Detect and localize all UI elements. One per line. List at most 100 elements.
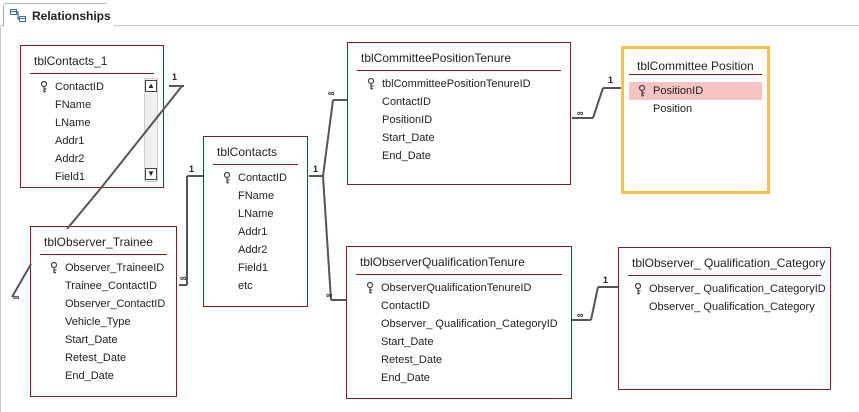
field-item[interactable]: Trainee_ContactID — [41, 277, 166, 295]
table-tblcommittee-position[interactable]: tblCommittee Position PositionID Positio… — [621, 46, 770, 194]
field-list: ContactID FName LName Addr1 Addr2 Field1… — [214, 169, 297, 295]
tab-label: Relationships — [32, 8, 111, 23]
field-label: LName — [238, 208, 274, 220]
table-title[interactable]: tblObserver_ Qualification_Category — [632, 256, 826, 270]
field-item[interactable]: FName — [31, 96, 139, 114]
field-label: Observer_ContactID — [65, 298, 166, 310]
field-item[interactable]: ContactID — [357, 297, 561, 315]
field-label: End_Date — [65, 370, 114, 382]
field-label: Observer_ Qualification_CategoryID — [381, 318, 558, 330]
field-item[interactable]: Observer_TraineeID — [41, 259, 166, 277]
field-item[interactable]: Start_Date — [357, 333, 561, 351]
table-tblcontacts[interactable]: tblContacts ContactID FName LName Addr1 … — [203, 136, 308, 307]
field-label: ContactID — [381, 300, 430, 312]
field-item[interactable]: tblCommitteePositionTenureID — [358, 75, 560, 93]
table-title[interactable]: tblContacts — [217, 145, 278, 159]
primary-key-icon — [223, 171, 231, 184]
field-list: ObserverQualificationTenureID ContactID … — [357, 279, 561, 387]
field-item[interactable]: Start_Date — [358, 129, 560, 147]
field-label: ContactID — [382, 96, 431, 108]
field-label: tblCommitteePositionTenureID — [382, 78, 531, 90]
field-item[interactable]: etc — [214, 277, 297, 295]
field-item[interactable]: Retest_Date — [41, 349, 166, 367]
field-label: Field1 — [238, 262, 268, 274]
field-list: PositionID Position — [629, 82, 762, 118]
field-label: Retest_Date — [381, 354, 443, 366]
field-item[interactable]: Start_Date — [41, 331, 166, 349]
title-divider — [40, 254, 167, 255]
relationships-icon — [10, 8, 26, 23]
field-item[interactable]: ContactID — [214, 169, 297, 187]
field-item[interactable]: Observer_ Qualification_CategoryID — [625, 280, 826, 298]
field-label: Start_Date — [382, 132, 435, 144]
field-label: ObserverQualificationTenureID — [381, 282, 532, 294]
field-label: Addr2 — [55, 153, 85, 165]
table-tblobserverqualificationtenure[interactable]: tblObserverQualificationTenure ObserverQ… — [346, 246, 572, 399]
field-item[interactable]: Retest_Date — [357, 351, 561, 369]
field-label: End_Date — [382, 150, 431, 162]
scroll-up-arrow-icon[interactable]: ▲ — [145, 80, 157, 92]
field-item[interactable]: FName — [214, 187, 297, 205]
field-label: ContactID — [238, 172, 287, 184]
field-item[interactable]: LName — [214, 205, 297, 223]
title-divider — [213, 164, 298, 165]
field-item[interactable]: Addr2 — [214, 241, 297, 259]
field-label: Addr2 — [238, 244, 268, 256]
table-title[interactable]: tblObserver_Trainee — [44, 235, 153, 249]
field-list: tblCommitteePositionTenureID ContactID P… — [358, 75, 560, 165]
table-title[interactable]: tblObserverQualificationTenure — [360, 255, 525, 269]
field-item[interactable]: Observer_ContactID — [41, 295, 166, 313]
field-item-selected[interactable]: PositionID — [629, 82, 762, 100]
table-tblcontacts-1[interactable]: tblContacts_1 ContactID FName LName Addr… — [20, 45, 164, 188]
field-item[interactable]: Addr1 — [31, 132, 139, 150]
field-label: etc — [238, 280, 253, 292]
field-item[interactable]: Vehicle_Type — [41, 313, 166, 331]
primary-key-icon — [40, 80, 48, 93]
field-item[interactable]: PositionID — [358, 111, 560, 129]
table-title[interactable]: tblContacts_1 — [34, 54, 108, 68]
primary-key-icon — [50, 261, 58, 274]
primary-key-icon — [366, 281, 374, 294]
title-divider — [30, 73, 154, 74]
vertical-scrollbar[interactable]: ▲ ▼ — [144, 78, 158, 182]
field-item[interactable]: Field1 — [214, 259, 297, 277]
tab-relationships[interactable]: Relationships — [3, 3, 115, 27]
title-divider — [357, 70, 561, 71]
primary-key-icon — [638, 84, 646, 97]
primary-key-icon — [367, 77, 375, 90]
field-list: Observer_TraineeID Trainee_ContactID Obs… — [41, 259, 166, 385]
field-label: Trainee_ContactID — [65, 280, 157, 292]
field-item[interactable]: LName — [31, 114, 139, 132]
table-tblobserver-trainee[interactable]: tblObserver_Trainee Observer_TraineeID T… — [30, 226, 177, 397]
table-tblobserver-qualification-category[interactable]: tblObserver_ Qualification_Category Obse… — [618, 247, 831, 390]
field-item[interactable]: Addr2 — [31, 150, 139, 168]
field-label: Field1 — [55, 171, 85, 183]
field-item[interactable]: End_Date — [357, 369, 561, 387]
field-item[interactable]: Observer_ Qualification_Category — [625, 298, 820, 316]
table-title[interactable]: tblCommittee Position — [637, 59, 754, 73]
field-item[interactable]: Position — [629, 100, 762, 118]
table-title[interactable]: tblCommitteePositionTenure — [361, 51, 512, 65]
table-tblcommitteepositiontenure[interactable]: tblCommitteePositionTenure tblCommitteeP… — [347, 42, 571, 185]
field-label: Observer_ Qualification_CategoryID — [649, 283, 826, 295]
title-divider — [628, 275, 821, 276]
field-item[interactable]: Addr1 — [214, 223, 297, 241]
field-label: Vehicle_Type — [65, 316, 131, 328]
field-item[interactable]: End_Date — [358, 147, 560, 165]
field-item[interactable]: ObserverQualificationTenureID — [357, 279, 561, 297]
field-label: FName — [55, 99, 92, 111]
field-item[interactable]: Field1 — [31, 168, 139, 186]
scroll-down-arrow-icon[interactable]: ▼ — [145, 168, 157, 180]
field-label: Addr1 — [238, 226, 268, 238]
field-label: Observer_TraineeID — [65, 262, 165, 274]
field-label: PositionID — [382, 114, 433, 126]
field-list: Observer_ Qualification_CategoryID Obser… — [625, 280, 826, 316]
field-label: Start_Date — [65, 334, 118, 346]
field-item[interactable]: ContactID — [358, 93, 560, 111]
field-label: Addr1 — [55, 135, 85, 147]
field-item[interactable]: ContactID — [31, 78, 139, 96]
field-item[interactable]: Observer_ Qualification_CategoryID — [357, 315, 561, 333]
field-label: ContactID — [55, 81, 104, 93]
field-label: Observer_ Qualification_Category — [649, 301, 815, 313]
field-item[interactable]: End_Date — [41, 367, 166, 385]
